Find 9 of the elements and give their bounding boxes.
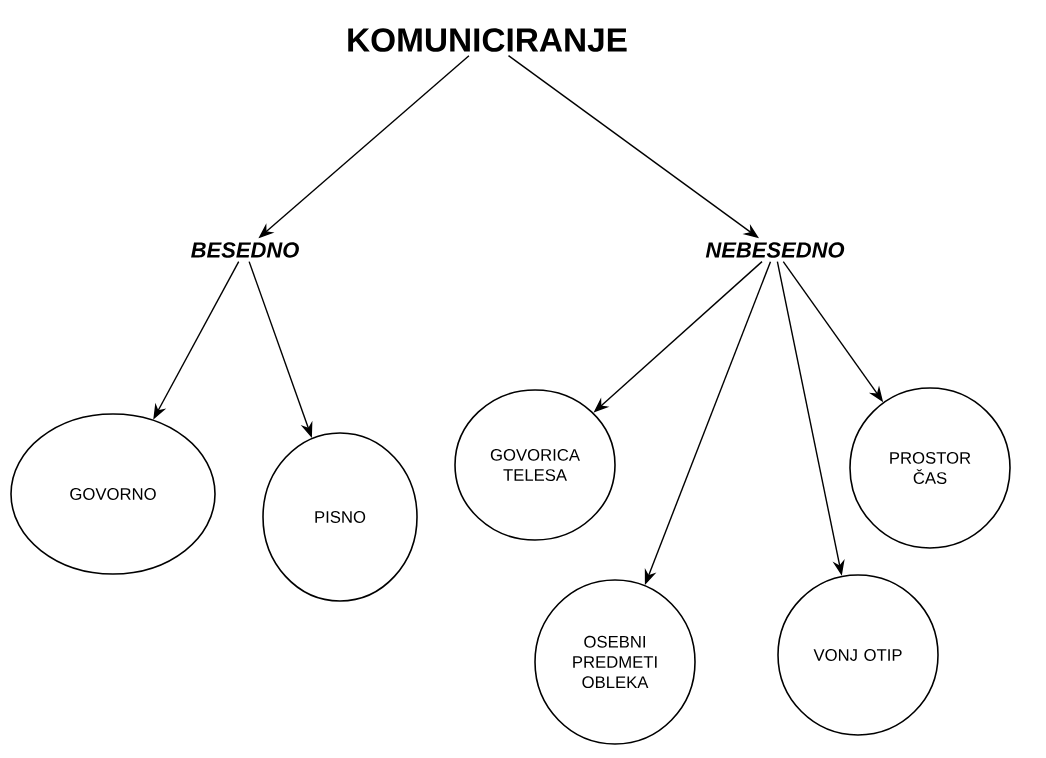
category-label: NEBESEDNO — [705, 242, 845, 258]
ellipse-node: PISNO — [262, 432, 418, 602]
ellipse-node: GOVORNO — [10, 413, 216, 575]
ellipse-node: VONJ OTIP — [777, 574, 939, 736]
ellipse-node: OSEBNI PREDMETI OBLEKA — [534, 579, 696, 745]
ellipse-node: GOVORICA TELESA — [454, 389, 616, 541]
title-text: KOMUNICIRANJE — [348, 28, 627, 52]
ellipse-node: PROSTOR ČAS — [849, 387, 1011, 549]
category-label: BESEDNO — [191, 242, 299, 258]
